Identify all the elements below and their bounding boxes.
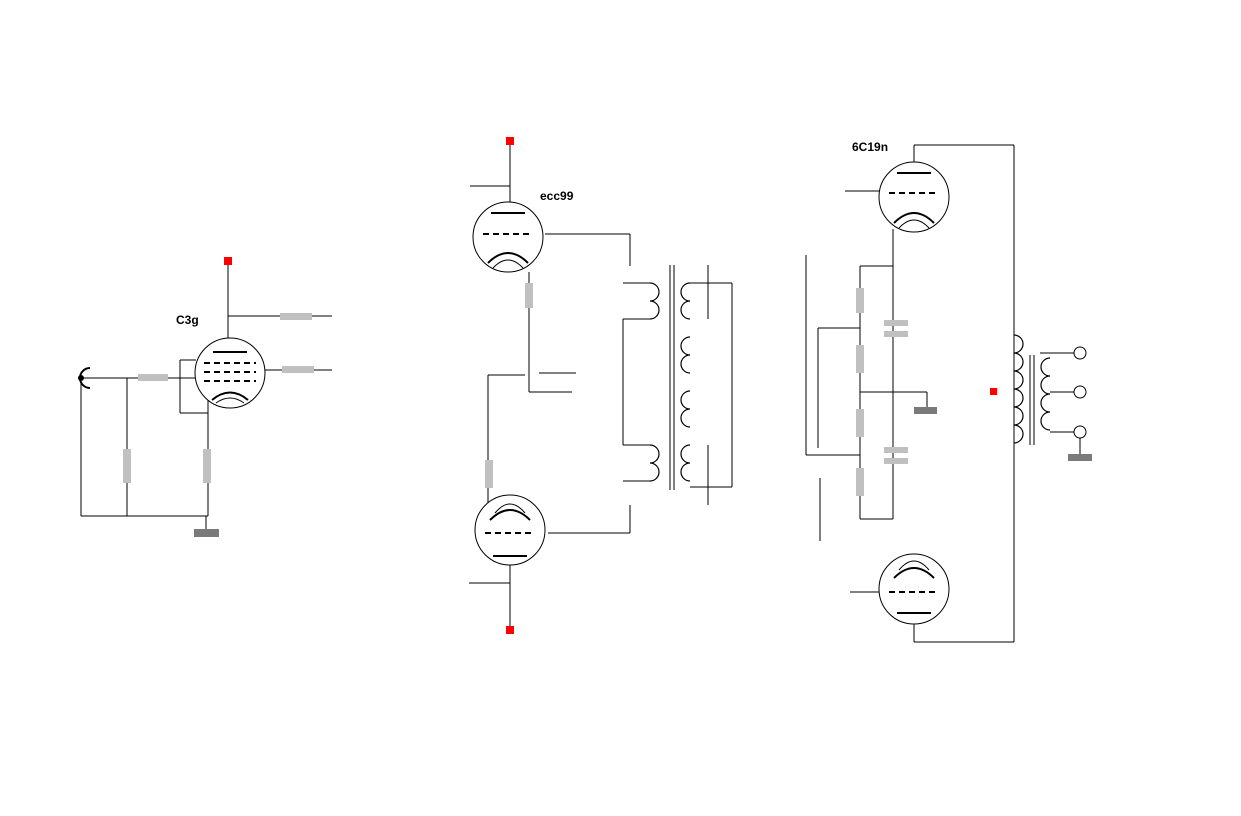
stage-6c19n: 6C19n	[805, 140, 1092, 643]
output-terminal-2	[1073, 385, 1087, 399]
b-plus-node-1	[224, 257, 232, 265]
stage-c3g: C3g	[78, 257, 332, 537]
ground-3-icon	[1068, 454, 1092, 461]
b-plus-node-3	[506, 626, 514, 634]
triode-ecc99-lower-tube-icon	[474, 494, 546, 566]
upper-cathode-resistor	[525, 283, 533, 308]
cathode-resistor	[203, 449, 211, 483]
bias-resistor-3	[856, 409, 864, 437]
stage-ecc99	[469, 137, 733, 634]
bypass-capacitor-2	[884, 447, 908, 453]
bias-resistor-1	[856, 288, 864, 313]
ground-2-icon	[914, 407, 937, 414]
grid-stopper-resistor	[138, 374, 168, 381]
b-plus-node-4	[990, 388, 997, 395]
output-transformer-icon	[990, 334, 1092, 461]
grid-leak-resistor	[123, 449, 131, 483]
tube-label-ecc99: ecc99	[540, 189, 574, 203]
screen-resistor	[282, 366, 314, 373]
lower-grid-resistor	[485, 460, 493, 488]
output-terminal-3	[1073, 425, 1087, 439]
interstage-transformer-icon	[622, 265, 733, 505]
bypass-capacitor-2b	[884, 458, 908, 464]
triode-ecc99-upper-tube-icon	[472, 201, 544, 273]
ground-1-icon	[194, 529, 219, 537]
b-plus-node-2	[506, 137, 514, 145]
output-terminal-1	[1073, 346, 1087, 360]
tube-label-c3g: C3g	[176, 313, 199, 327]
tube-label-6c19n: 6C19n	[852, 140, 888, 154]
bias-resistor-4	[856, 468, 864, 496]
bypass-capacitor-1	[884, 320, 908, 326]
plate-resistor	[280, 313, 312, 320]
bypass-capacitor-1b	[884, 331, 908, 337]
bias-resistor-2	[856, 345, 864, 373]
